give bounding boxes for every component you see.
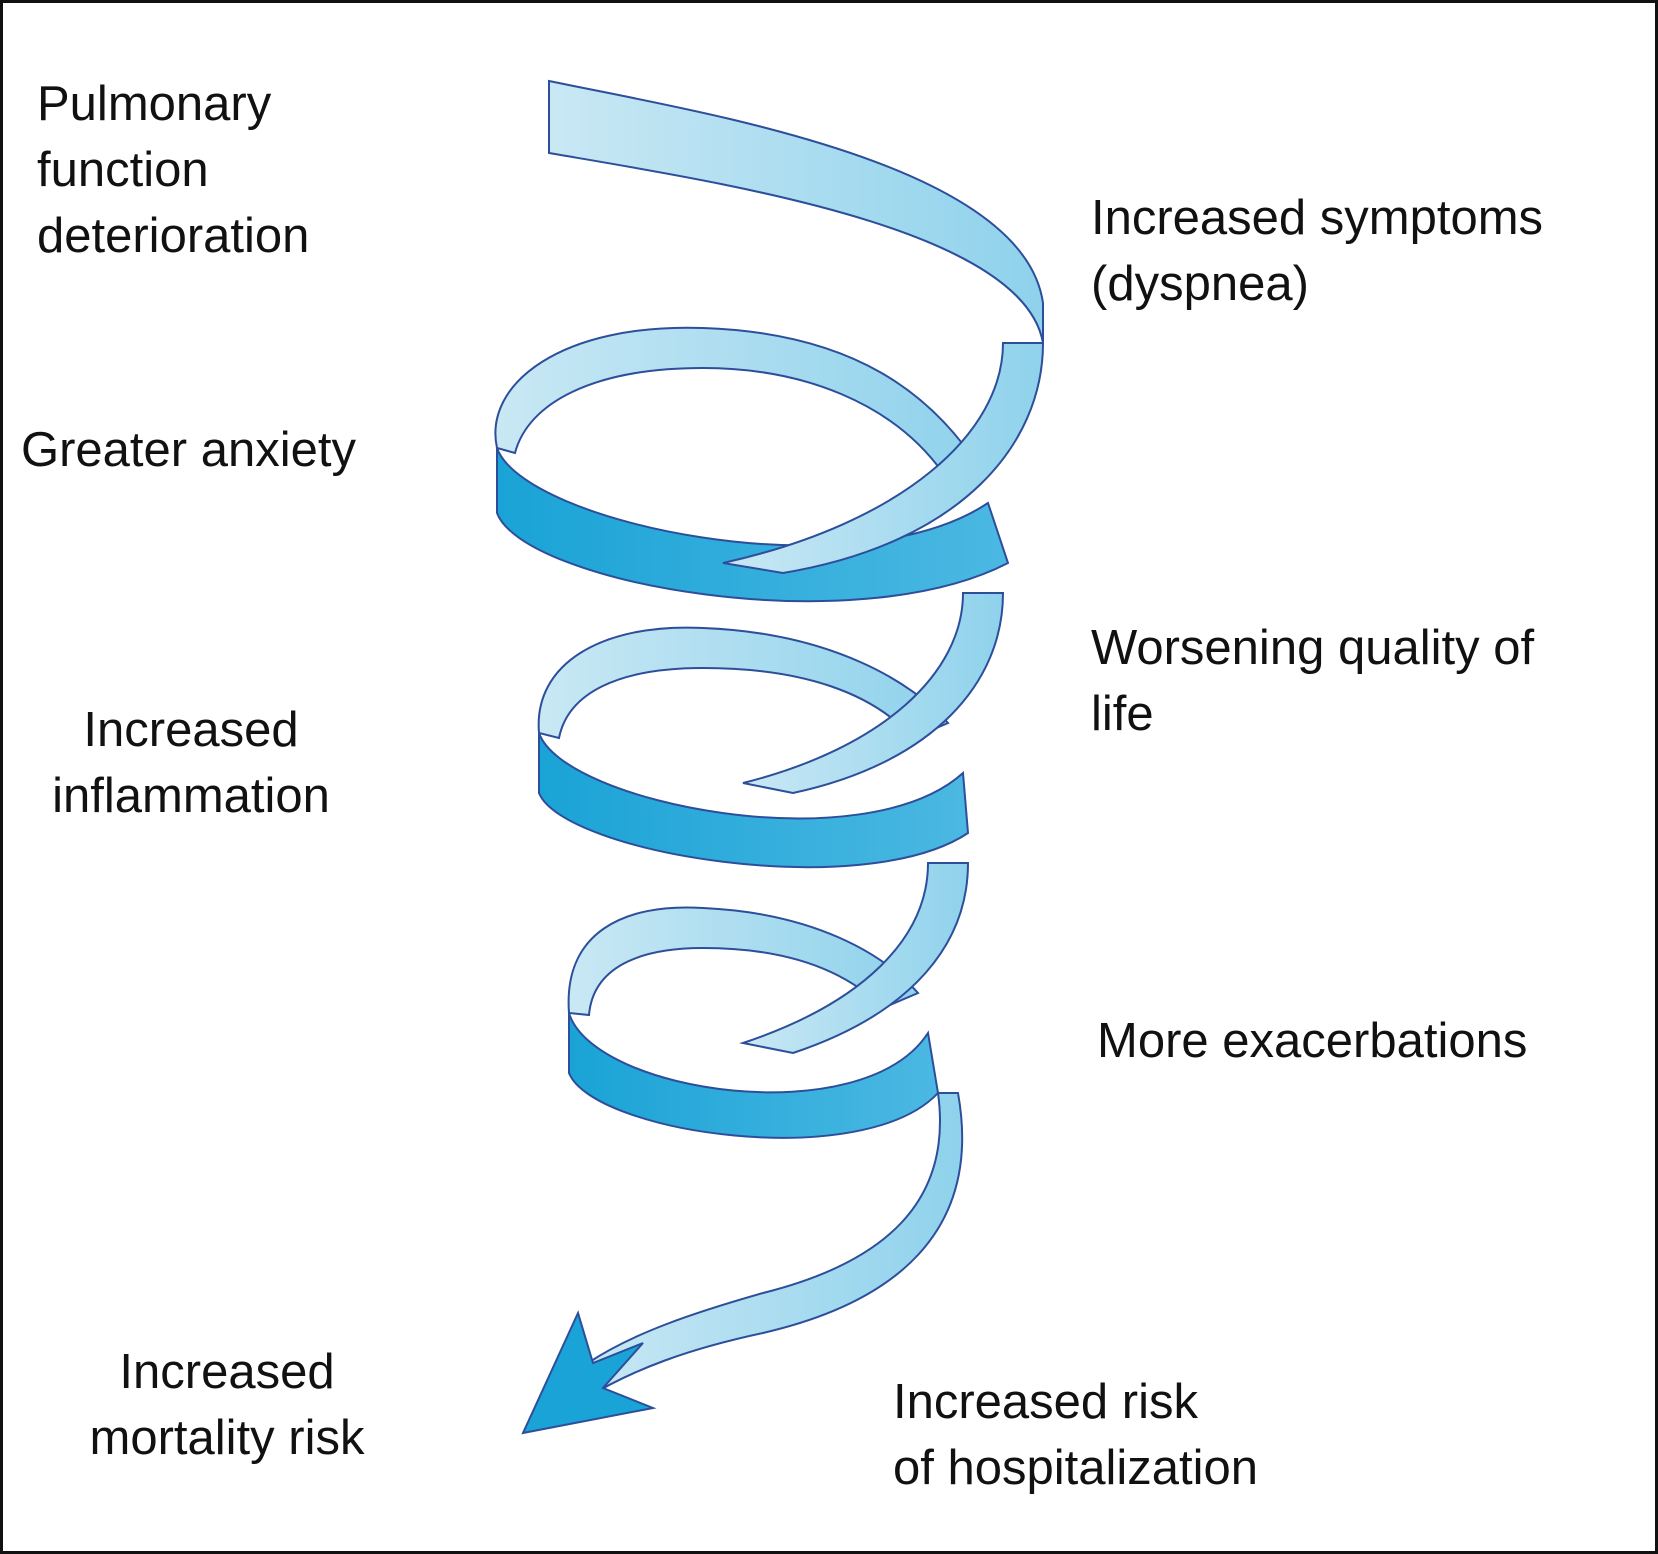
label-more-exacerbations: More exacerbations xyxy=(1097,1014,1528,1068)
label-increased-hospitalization: Increased risk of hospitalization xyxy=(893,1375,1259,1495)
ribbon-segment-loop2-back xyxy=(537,626,950,740)
ribbon-segment-descent3 xyxy=(739,862,970,1055)
label-increased-symptoms: Increased symptoms (dyspnea) xyxy=(1091,191,1544,311)
ribbon-segment-loop3-back xyxy=(567,906,920,1017)
label-increased-inflammation: Increased inflammation xyxy=(52,703,330,823)
label-pulmonary-function: Pulmonary function deterioration xyxy=(37,77,310,263)
label-increased-mortality: Increased mortality risk xyxy=(89,1345,365,1465)
label-greater-anxiety: Greater anxiety xyxy=(21,423,356,477)
ribbon-segment-descent2 xyxy=(742,592,1005,795)
ribbon-segment-loop2-front xyxy=(538,732,970,869)
downward-spiral-ribbon xyxy=(494,79,1045,1435)
ribbon-segment-descent1 xyxy=(722,342,1045,575)
ribbon-segment-tail xyxy=(576,1092,964,1406)
ribbon-segment-loop1-back xyxy=(494,326,985,474)
label-worsening-quality: Worsening quality of life xyxy=(1091,621,1535,741)
ribbon-segment-loop1-front xyxy=(496,447,1010,603)
arrowhead-icon xyxy=(521,1310,657,1435)
ribbon-segment-loop3-front xyxy=(568,1012,940,1139)
ribbon-segment-top xyxy=(548,79,1044,344)
